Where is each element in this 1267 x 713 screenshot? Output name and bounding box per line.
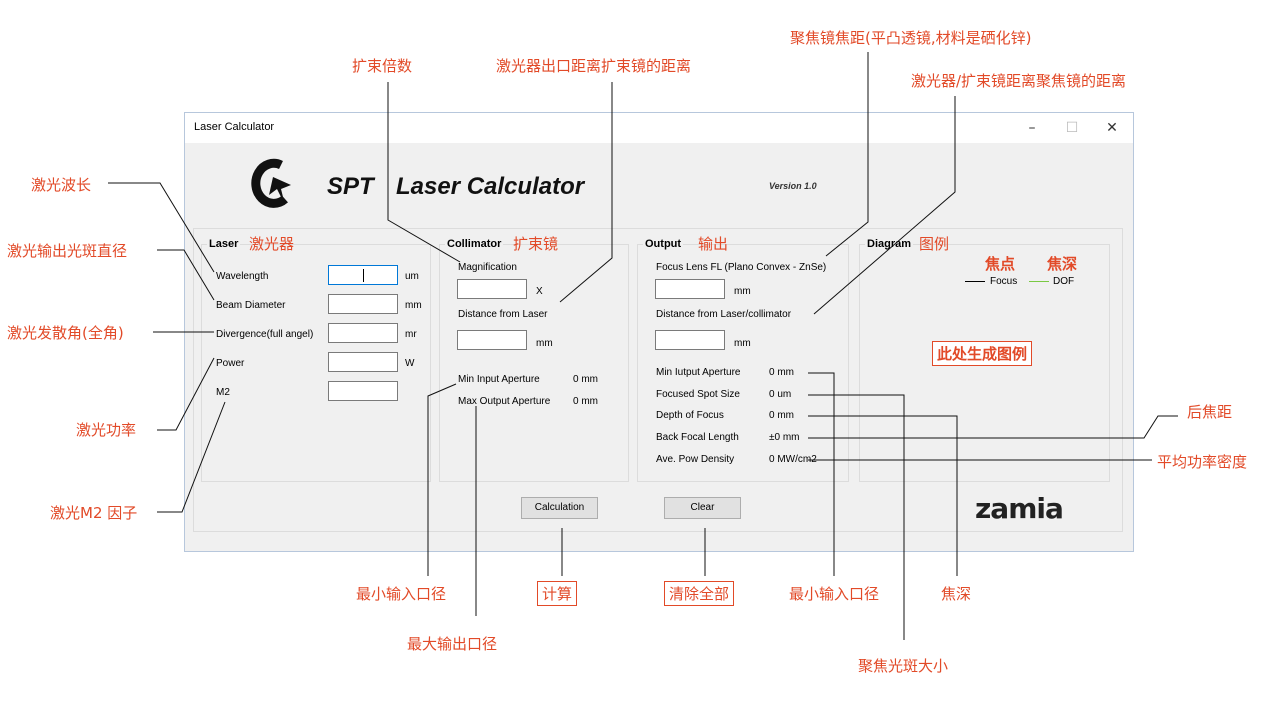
annotation-collimator-group: 扩束镜 <box>513 235 559 253</box>
divergence-label: Divergence(full angel) <box>216 329 314 340</box>
beam-diameter-label: Beam Diameter <box>216 300 286 311</box>
focus-lens-label: Focus Lens FL (Plano Convex - ZnSe) <box>656 262 827 273</box>
back-focal-length-value: ±0 mm <box>769 432 800 443</box>
beam-diameter-input[interactable] <box>328 294 398 314</box>
maximize-button[interactable]: ☐ <box>1065 120 1079 136</box>
magnification-unit: X <box>536 286 543 297</box>
min-input-aperture-value: 0 mm <box>573 374 598 385</box>
min-iutput-aperture-value: 0 mm <box>769 367 794 378</box>
wavelength-unit: um <box>405 271 419 282</box>
dof-legend-label: DOF <box>1053 276 1075 287</box>
close-button[interactable]: ✕ <box>1106 120 1118 136</box>
text-cursor <box>363 269 364 282</box>
annotation-avg-density: 平均功率密度 <box>1157 453 1248 471</box>
window-title: Laser Calculator <box>194 121 275 133</box>
power-label: Power <box>216 358 245 369</box>
logo-text: SPT <box>327 173 374 200</box>
wavelength-input[interactable] <box>328 265 398 285</box>
output-group <box>637 244 849 482</box>
depth-of-focus-label: Depth of Focus <box>656 410 724 421</box>
output-distance-unit: mm <box>734 338 751 349</box>
magnification-input[interactable] <box>457 279 527 299</box>
power-unit: W <box>405 358 415 369</box>
ave-pow-density-value: 0 MW/cm2 <box>769 454 817 465</box>
min-iutput-aperture-label: Min Iutput Aperture <box>656 367 741 378</box>
annotation-max-output: 最大输出口径 <box>407 635 498 653</box>
annotation-calculate: 计算 <box>537 581 578 606</box>
zamia-logo: zamia <box>975 492 1064 525</box>
annotation-focused-spot: 聚焦光斑大小 <box>858 657 949 675</box>
annotation-min-input: 最小输入口径 <box>356 585 447 603</box>
annotation-laser-to-collimator: 激光器出口距离扩束镜的距离 <box>496 57 692 75</box>
annotation-divergence: 激光发散角(全角) <box>7 324 124 342</box>
calculation-button[interactable]: Calculation <box>521 497 598 519</box>
dof-legend-line <box>1029 281 1049 282</box>
wavelength-label: Wavelength <box>216 271 269 282</box>
output-distance-input[interactable] <box>655 330 725 350</box>
focused-spot-size-label: Focused Spot Size <box>656 389 740 400</box>
m2-label: M2 <box>216 387 230 398</box>
m2-input[interactable] <box>328 381 398 401</box>
diagram-group <box>859 244 1110 482</box>
focus-legend-label: Focus <box>990 276 1018 287</box>
output-distance-label: Distance from Laser/collimator <box>656 309 792 320</box>
annotation-min-input-2: 最小输入口径 <box>789 585 880 603</box>
annotation-power: 激光功率 <box>76 421 137 439</box>
annotation-wavelength: 激光波长 <box>31 176 92 194</box>
beam-diameter-unit: mm <box>405 300 422 311</box>
collimator-group-title: Collimator <box>445 238 504 250</box>
annotation-beam-diameter: 激光输出光斑直径 <box>7 242 128 260</box>
divergence-input[interactable] <box>328 323 398 343</box>
version-label: Version 1.0 <box>769 181 817 191</box>
annotation-focus-point: 焦点 <box>985 255 1016 273</box>
annotation-clear-all: 清除全部 <box>664 581 735 606</box>
collimator-distance-label: Distance from Laser <box>458 309 548 320</box>
focus-lens-input[interactable] <box>655 279 725 299</box>
annotation-m2: 激光M2 因子 <box>50 504 138 522</box>
collimator-group <box>439 244 629 482</box>
annotation-depth: 焦深 <box>1047 255 1078 273</box>
collimator-distance-input[interactable] <box>457 330 527 350</box>
depth-of-focus-value: 0 mm <box>769 410 794 421</box>
focus-legend-line <box>965 281 985 282</box>
focus-lens-unit: mm <box>734 286 751 297</box>
spt-logo-icon <box>251 158 291 208</box>
laser-calculator-window: Laser Calculator – ☐ ✕ SPT Laser Calcula… <box>184 112 1134 552</box>
minimize-button[interactable]: – <box>1028 120 1036 136</box>
min-input-aperture-label: Min Input Aperture <box>458 374 540 385</box>
focused-spot-size-value: 0 um <box>769 389 792 400</box>
annotation-back-focal: 后焦距 <box>1187 403 1233 421</box>
annotation-diagram-placeholder: 此处生成图例 <box>932 341 1033 366</box>
annotation-magnification: 扩束倍数 <box>352 57 413 75</box>
ave-pow-density-label: Ave. Pow Density <box>656 454 735 465</box>
output-group-title: Output <box>643 238 684 250</box>
laser-group-title: Laser <box>207 238 241 250</box>
annotation-focus-lens: 聚焦镜焦距(平凸透镜,材料是硒化锌) <box>790 29 1032 47</box>
annotation-diagram-group: 图例 <box>919 235 950 253</box>
max-output-aperture-value: 0 mm <box>573 396 598 407</box>
max-output-aperture-label: Max Output Aperture <box>458 396 551 407</box>
clear-button[interactable]: Clear <box>664 497 741 519</box>
magnification-label: Magnification <box>458 262 517 273</box>
main-panel <box>193 228 1123 532</box>
annotation-dof: 焦深 <box>941 585 972 603</box>
annotation-distance-to-focus: 激光器/扩束镜距离聚焦镜的距离 <box>911 72 1127 90</box>
back-focal-length-label: Back Focal Length <box>656 432 739 443</box>
divergence-unit: mr <box>405 329 417 340</box>
app-title: Laser Calculator <box>396 173 585 200</box>
laser-group <box>201 244 431 482</box>
annotation-laser-group: 激光器 <box>249 235 295 253</box>
collimator-distance-unit: mm <box>536 338 553 349</box>
power-input[interactable] <box>328 352 398 372</box>
title-bar: Laser Calculator – ☐ ✕ <box>185 113 1133 143</box>
annotation-output-group: 输出 <box>698 235 729 253</box>
diagram-group-title: Diagram <box>865 238 914 250</box>
